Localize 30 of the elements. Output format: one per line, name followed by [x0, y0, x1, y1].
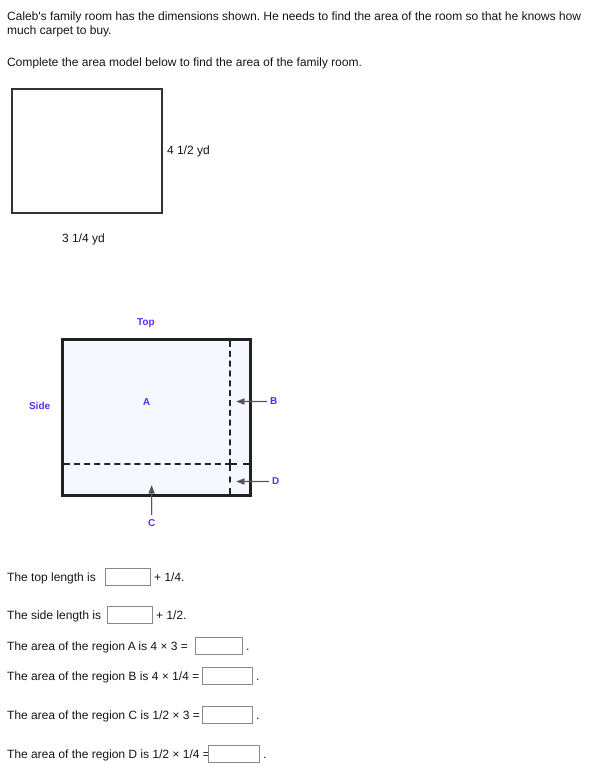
equation-text: + 1/2. [156, 608, 186, 622]
leader-arrow [148, 485, 155, 515]
equation-text: The side length is [7, 608, 102, 622]
leader-arrow [236, 398, 267, 405]
region-letter: B [270, 396, 278, 407]
side-label: Top [137, 317, 155, 328]
region-b [231, 341, 249, 465]
dimension-label: 4 1/2 yd [167, 143, 210, 157]
equation-text: The area of the region C is 1/2 × 3 = [7, 708, 200, 722]
region-letter: A [142, 396, 150, 408]
equation-text: + 1/4. [154, 570, 184, 584]
equation-text: . [256, 708, 260, 722]
question-text: Caleb's family room has the dimensions shown. He needs to find the area of the room so that he knows how much carpet to buy. [7, 9, 582, 37]
equation-text: The top length is [7, 570, 96, 584]
region-a [64, 341, 231, 465]
equation-text: . [246, 639, 250, 653]
region-d [231, 465, 249, 494]
region-letter: D [272, 476, 280, 487]
equation-text: The area of the region A is 4 × 3 = [7, 639, 188, 653]
dimension-label: 3 1/4 yd [62, 231, 105, 245]
region-letter: C [148, 518, 156, 529]
leader-arrow [236, 478, 269, 485]
region-c [64, 465, 231, 494]
instruction-text: Complete the area model below to find the area of the family room. [7, 55, 362, 69]
room-rectangle [11, 88, 163, 214]
equation-text: . [263, 747, 266, 761]
area-model-rectangle [61, 338, 252, 497]
side-label: Side [29, 401, 50, 412]
equation-text: The area of the region B is 4 × 1/4 = [7, 669, 200, 683]
equation-text: . [256, 669, 260, 683]
